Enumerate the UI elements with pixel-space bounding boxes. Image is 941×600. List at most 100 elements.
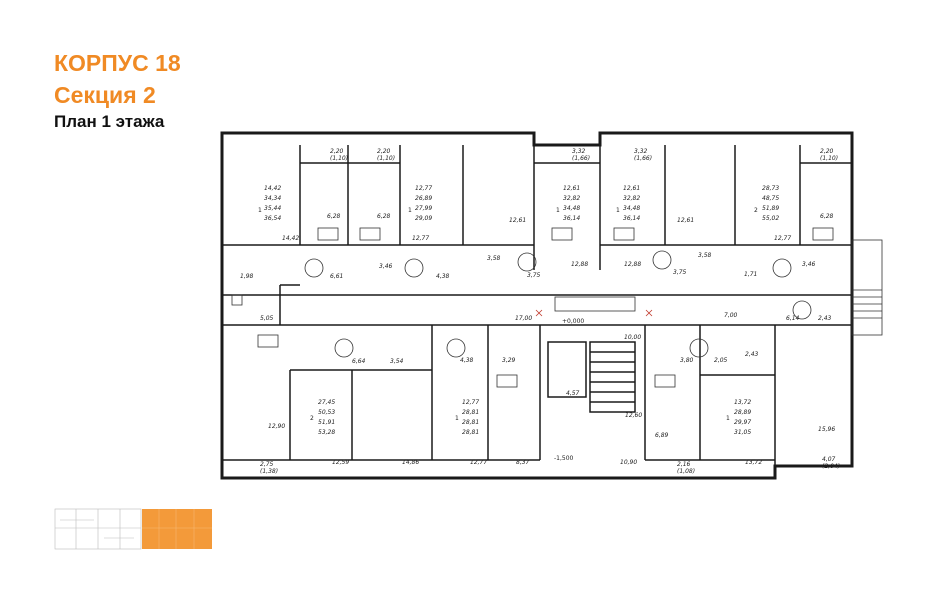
svg-text:27,99: 27,99 [415, 205, 432, 212]
svg-text:2,05: 2,05 [714, 357, 728, 364]
svg-text:12,88: 12,88 [571, 261, 588, 268]
svg-text:4,38: 4,38 [460, 357, 474, 364]
svg-text:36,14: 36,14 [563, 215, 580, 222]
svg-text:10,90: 10,90 [620, 459, 637, 466]
entrance-markers [535, 309, 653, 317]
svg-text:34,34: 34,34 [264, 195, 281, 202]
apt-top-2-rooms: 1 [408, 207, 412, 214]
svg-text:12,77: 12,77 [774, 235, 791, 242]
svg-text:6,14: 6,14 [786, 315, 800, 322]
svg-text:-1,500: -1,500 [554, 455, 574, 462]
svg-text:(1,08): (1,08) [677, 468, 695, 475]
svg-text:2,43: 2,43 [818, 315, 832, 322]
svg-text:29,09: 29,09 [415, 215, 432, 222]
svg-text:50,53: 50,53 [318, 409, 335, 416]
svg-text:12,77: 12,77 [412, 235, 429, 242]
svg-text:7,00: 7,00 [724, 312, 738, 319]
svg-text:32,82: 32,82 [623, 195, 640, 202]
svg-text:55,02: 55,02 [762, 215, 779, 222]
svg-text:3,75: 3,75 [527, 272, 541, 279]
svg-text:3,58: 3,58 [698, 252, 712, 259]
svg-text:(1,10): (1,10) [820, 155, 838, 162]
apt-top-right-rooms: 2 [754, 207, 758, 214]
svg-text:51,91: 51,91 [318, 419, 335, 426]
svg-text:3,80: 3,80 [680, 357, 694, 364]
svg-text:2,20: 2,20 [377, 148, 391, 155]
svg-text:6,28: 6,28 [327, 213, 341, 220]
svg-text:12,60: 12,60 [625, 412, 642, 419]
svg-text:27,45: 27,45 [318, 399, 335, 406]
svg-text:32,82: 32,82 [563, 195, 580, 202]
svg-text:28,81: 28,81 [462, 429, 479, 436]
section-mini-map [54, 508, 212, 550]
apt-bottom-left-rooms: 2 [310, 415, 314, 422]
svg-text:(1,66): (1,66) [634, 155, 652, 162]
svg-text:14,86: 14,86 [402, 459, 419, 466]
svg-text:12,59: 12,59 [332, 459, 349, 466]
svg-text:17,00: 17,00 [515, 315, 532, 322]
svg-text:3,58: 3,58 [487, 255, 501, 262]
svg-text:6,28: 6,28 [377, 213, 391, 220]
svg-text:12,61: 12,61 [563, 185, 580, 192]
svg-text:51,89: 51,89 [762, 205, 779, 212]
svg-text:15,96: 15,96 [818, 426, 835, 433]
fixtures [231, 227, 834, 388]
svg-text:31,05: 31,05 [734, 429, 751, 436]
svg-text:2,20: 2,20 [330, 148, 344, 155]
apt-top-left-rooms: 1 [258, 207, 262, 214]
inner-walls [222, 145, 852, 466]
svg-text:(1,10): (1,10) [377, 155, 395, 162]
svg-text:8,37: 8,37 [516, 459, 530, 466]
svg-text:12,88: 12,88 [624, 261, 641, 268]
svg-text:12,77: 12,77 [415, 185, 432, 192]
svg-text:26,89: 26,89 [415, 195, 432, 202]
svg-text:4,57: 4,57 [566, 390, 580, 397]
svg-text:12,61: 12,61 [677, 217, 694, 224]
svg-text:3,32: 3,32 [634, 148, 648, 155]
svg-text:28,89: 28,89 [734, 409, 751, 416]
svg-text:5,05: 5,05 [260, 315, 274, 322]
svg-text:28,81: 28,81 [462, 409, 479, 416]
svg-text:4,07: 4,07 [822, 456, 836, 463]
svg-text:3,75: 3,75 [673, 269, 687, 276]
svg-text:2,43: 2,43 [745, 351, 759, 358]
svg-text:36,14: 36,14 [623, 215, 640, 222]
svg-text:48,75: 48,75 [762, 195, 779, 202]
floor-title: План 1 этажа [54, 112, 165, 131]
svg-text:12,90: 12,90 [268, 423, 285, 430]
svg-text:(1,10): (1,10) [330, 155, 348, 162]
svg-text:1,98: 1,98 [240, 273, 254, 280]
svg-text:10,00: 10,00 [624, 334, 641, 341]
outer-walls [220, 131, 854, 480]
svg-text:(1,66): (1,66) [572, 155, 590, 162]
svg-text:6,64: 6,64 [352, 358, 366, 365]
svg-text:28,81: 28,81 [462, 419, 479, 426]
svg-text:4,38: 4,38 [436, 273, 450, 280]
svg-text:6,61: 6,61 [330, 273, 343, 280]
svg-text:2,20: 2,20 [820, 148, 834, 155]
svg-text:34,48: 34,48 [623, 205, 640, 212]
svg-text:34,48: 34,48 [563, 205, 580, 212]
svg-text:35,44: 35,44 [264, 205, 281, 212]
svg-text:2,75: 2,75 [260, 461, 274, 468]
svg-text:3,32: 3,32 [572, 148, 586, 155]
svg-text:3,46: 3,46 [379, 263, 393, 270]
svg-text:12,77: 12,77 [462, 399, 479, 406]
svg-text:13,72: 13,72 [734, 399, 751, 406]
apt-bottom-mid-rooms: 1 [455, 415, 459, 422]
svg-text:6,28: 6,28 [820, 213, 834, 220]
exterior-stairs [851, 239, 883, 336]
svg-text:12,61: 12,61 [509, 217, 526, 224]
svg-text:28,73: 28,73 [762, 185, 779, 192]
svg-text:53,28: 53,28 [318, 429, 335, 436]
apt-top-3-rooms: 1 [556, 207, 560, 214]
apt-top-4-rooms: 1 [616, 207, 620, 214]
section-title: Секция 2 [54, 82, 156, 108]
svg-text:12,77: 12,77 [470, 459, 487, 466]
svg-text:(1,38): (1,38) [260, 468, 278, 475]
svg-text:13,72: 13,72 [745, 459, 762, 466]
svg-text:+0,000: +0,000 [562, 318, 584, 325]
apt-bottom-right-rooms: 1 [726, 415, 730, 422]
apartment-labels: 1 14,42 34,34 35,44 36,54 1 12,77 26,89 … [258, 185, 779, 436]
svg-text:1,71: 1,71 [744, 271, 757, 278]
